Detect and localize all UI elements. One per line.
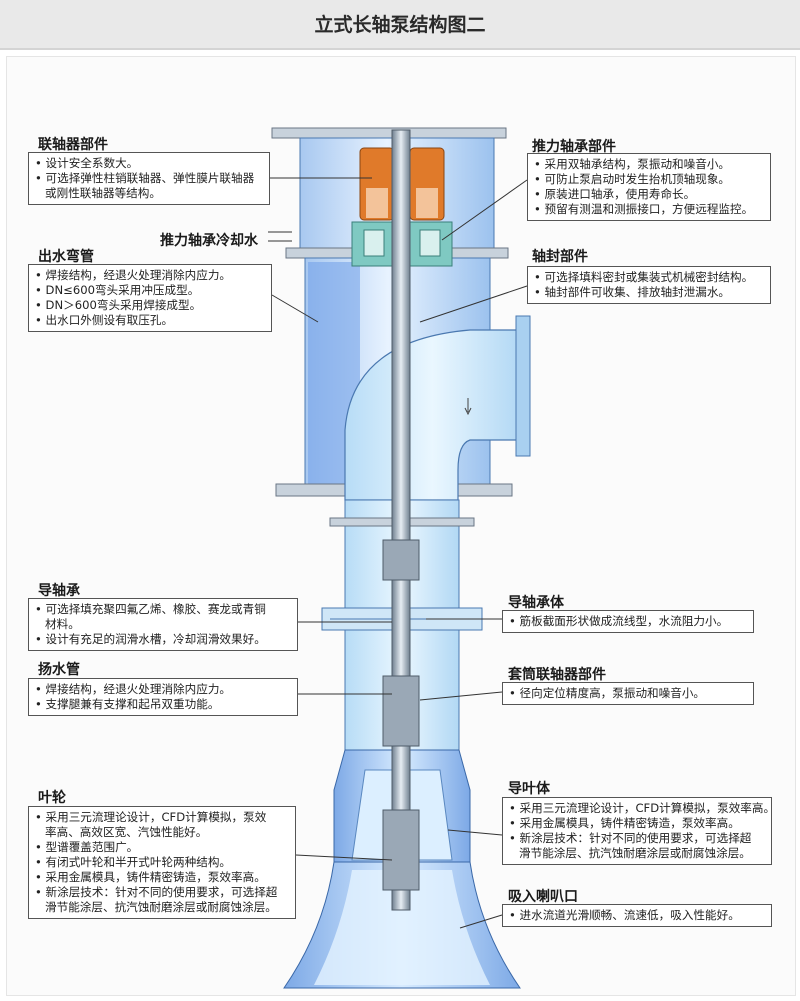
pump-shaft bbox=[391, 129, 411, 911]
suction-bell bbox=[283, 861, 521, 989]
outlet-elbow-title: 出水弯管 bbox=[38, 249, 94, 265]
guide-bearing-box: • 可选择填充聚四氟乙烯、橡胶、赛龙或青铜 材料。 • 设计有充足的润滑水槽，冷… bbox=[28, 598, 298, 651]
bearing-body-box: • 筋板截面形状做成流线型，水流阻力小。 bbox=[502, 610, 754, 633]
coupling-title: 联轴器部件 bbox=[38, 137, 108, 153]
impeller-hub bbox=[382, 809, 420, 891]
guide-bearing bbox=[382, 539, 420, 581]
outlet-elbow bbox=[344, 315, 531, 501]
coupling bbox=[359, 147, 445, 221]
coupling-box: • 设计安全系数大。 • 可选择弹性柱销联轴器、弹性膜片联轴器 或刚性联轴器等结… bbox=[28, 152, 270, 205]
page-title: 立式长轴泵结构图二 bbox=[314, 14, 486, 36]
guide-bearing-title: 导轴承 bbox=[38, 583, 80, 599]
leader-lines bbox=[268, 177, 528, 929]
riser-pipe-box: • 焊接结构，经退火处理消除内应力。 • 支撑腿兼有支撑和起吊双重功能。 bbox=[28, 678, 298, 716]
diffuser-title: 导叶体 bbox=[508, 781, 550, 797]
sleeve-coupling-title: 套筒联轴器部件 bbox=[508, 667, 606, 683]
thrust-bearing-title: 推力轴承部件 bbox=[532, 139, 616, 155]
shaft-seal-box: • 可选择填料密封或集装式机械密封结构。 • 轴封部件可收集、排放轴封泄漏水。 bbox=[527, 266, 771, 304]
suction-bell-box: • 进水流道光滑顺畅、流速低，吸入性能好。 bbox=[502, 904, 772, 927]
bearing-body-title: 导轴承体 bbox=[508, 595, 564, 611]
outlet-elbow-box: • 焊接结构，经退火处理消除内应力。 • DN≤600弯头采用冲压成型。 • D… bbox=[28, 264, 272, 332]
impeller-title: 叶轮 bbox=[38, 790, 66, 806]
thrust-bearing-box: • 采用双轴承结构，泵振动和噪音小。 • 可防止泵启动时发生抬机顶轴现象。 • … bbox=[527, 153, 771, 221]
sleeve-coupling-box: • 径向定位精度高，泵振动和噪音小。 bbox=[502, 682, 754, 705]
shaft-seal-title: 轴封部件 bbox=[532, 249, 588, 265]
impeller-box: • 采用三元流理论设计，CFD计算模拟，泵效 率高、高效区宽、汽蚀性能好。 • … bbox=[28, 806, 296, 919]
sleeve-coupling bbox=[382, 675, 420, 747]
riser-pipe-title: 扬水管 bbox=[38, 662, 80, 678]
flow-label: 推力轴承冷却水 bbox=[160, 233, 258, 249]
header: 立式长轴泵结构图二 bbox=[0, 0, 800, 50]
suction-bell-title: 吸入喇叭口 bbox=[508, 889, 578, 905]
diffuser-box: • 采用三元流理论设计，CFD计算模拟，泵效率高。 • 采用金属模具，铸件精密铸… bbox=[502, 797, 775, 865]
